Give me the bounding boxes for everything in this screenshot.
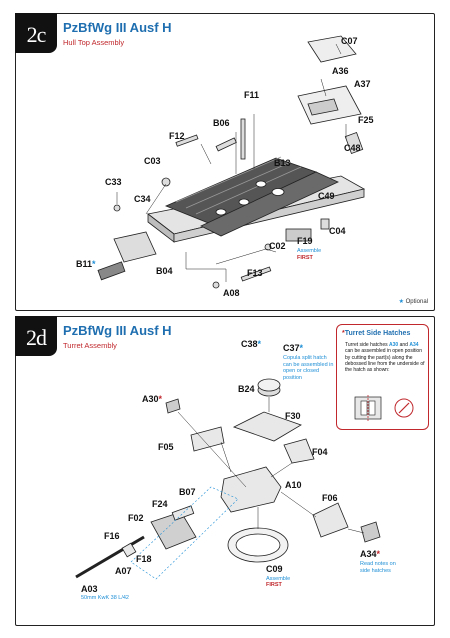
- part-label-c38: C38*: [241, 339, 261, 349]
- a30-text: A30: [142, 394, 159, 404]
- part-label-f19: F19: [297, 236, 313, 246]
- step-number: 2: [26, 325, 37, 350]
- step-title: PzBfWg III Ausf H: [63, 323, 172, 338]
- info-a34: A34: [409, 342, 419, 348]
- part-label-f05: F05: [158, 442, 174, 452]
- part-label-b13: B13: [274, 158, 291, 168]
- part-label-c07: C07: [341, 36, 358, 46]
- leader-lines: [116, 43, 347, 282]
- small-parts: [97, 118, 330, 289]
- optional-legend-text: Optional: [405, 299, 428, 305]
- part-label-f25: F25: [358, 115, 374, 125]
- c37-text: C37: [283, 343, 300, 353]
- info-text-after: can be assembled in open position by cut…: [345, 348, 425, 374]
- step-subtitle: Hull Top Assembly: [63, 38, 125, 47]
- part-label-a37: A37: [354, 79, 371, 89]
- part-label-c48: C48: [344, 143, 361, 153]
- step-number-badge: 2c: [15, 13, 57, 53]
- part-label-b07: B07: [179, 487, 196, 497]
- a34-note: Read notes on side hatches: [360, 561, 396, 574]
- side-hatches-info-box: *Turret Side Hatches Turret side hatches…: [336, 324, 429, 430]
- step-2c-panel: 2c PzBfWg III Ausf H Hull Top Assembly: [15, 13, 435, 311]
- optional-star-icon: *: [257, 339, 262, 349]
- part-label-b06: B06: [213, 118, 230, 128]
- hatch-star-icon: *: [376, 549, 381, 559]
- part-label-c03: C03: [144, 156, 161, 166]
- part-label-c04: C04: [329, 226, 346, 236]
- hull-deck: [147, 156, 366, 243]
- step-subtitle: Turret Assembly: [63, 341, 117, 350]
- part-label-c33: C33: [105, 177, 122, 187]
- part-label-a34: A34*: [360, 549, 380, 559]
- step-number-badge: 2d: [15, 316, 57, 356]
- info-box-text: Turret side hatches A30 and A34 can be a…: [345, 342, 425, 373]
- part-label-b11: B11*: [76, 259, 96, 269]
- step-2d-panel: 2d PzBfWg III Ausf H Turret Assembly: [15, 316, 435, 626]
- c09-note-assemble: Assemble: [266, 576, 291, 582]
- f19-note-assemble: Assemble: [297, 248, 322, 254]
- gun-subassembly-outline: [130, 486, 239, 580]
- part-label-c09: C09: [266, 564, 283, 574]
- step-letter: c: [36, 22, 47, 47]
- part-label-f16: F16: [104, 531, 120, 541]
- part-label-f04: F04: [312, 447, 328, 457]
- info-star-icon: *: [342, 330, 345, 337]
- hatch-star-icon: *: [158, 394, 163, 404]
- step-letter: d: [36, 325, 47, 350]
- info-and: and: [399, 342, 408, 348]
- part-label-a30: A30*: [142, 394, 162, 404]
- info-a30: A30: [389, 342, 399, 348]
- b11-text: B11: [76, 259, 93, 269]
- part-label-b04: B04: [156, 266, 173, 276]
- part-label-f11: F11: [244, 90, 260, 100]
- info-box-title-text: Turret Side Hatches: [344, 330, 411, 337]
- part-label-c02: C02: [269, 241, 286, 251]
- part-label-b24: B24: [238, 384, 255, 394]
- part-label-a08: A08: [223, 288, 240, 298]
- part-label-c37: C37*: [283, 343, 303, 353]
- part-label-f24: F24: [152, 499, 168, 509]
- turret-exploded-drawing: [75, 378, 381, 580]
- part-label-c49: C49: [318, 191, 335, 201]
- part-label-f12: F12: [169, 131, 185, 141]
- rear-plate: [297, 35, 364, 155]
- info-text-before: Turret side hatches: [345, 342, 388, 348]
- part-label-f13: F13: [247, 268, 263, 278]
- part-label-a07: A07: [115, 566, 132, 576]
- optional-legend: ★ Optional: [399, 298, 428, 305]
- c37-note: Copula split hatch can be assembled in o…: [283, 355, 334, 381]
- part-label-a03: A03: [81, 584, 98, 594]
- part-label-f30: F30: [285, 411, 301, 421]
- part-label-f02: F02: [128, 513, 144, 523]
- part-label-c34: C34: [134, 194, 151, 204]
- part-label-f06: F06: [322, 493, 338, 503]
- part-label-a10: A10: [285, 480, 302, 490]
- optional-star-icon: *: [92, 259, 96, 269]
- optional-legend-star-icon: ★: [398, 299, 404, 305]
- optional-star-icon: *: [299, 343, 304, 353]
- hatch-cut-illustration: [354, 395, 414, 421]
- hull-top-exploded-drawing: [97, 35, 366, 289]
- c38-text: C38: [241, 339, 258, 349]
- step-number: 2: [26, 22, 38, 47]
- turret-leader-lines: [177, 397, 365, 534]
- a34-text: A34: [360, 549, 377, 559]
- turret-parts: [75, 378, 381, 579]
- f19-note-first: FIRST: [297, 255, 313, 261]
- a03-note: 50mm KwK 38 L/42: [81, 595, 129, 601]
- part-label-f18: F18: [136, 554, 152, 564]
- part-label-a36: A36: [332, 66, 349, 76]
- step-title: PzBfWg III Ausf H: [63, 20, 172, 35]
- info-box-title: *Turret Side Hatches: [342, 330, 410, 337]
- c09-note-first: FIRST: [266, 582, 282, 588]
